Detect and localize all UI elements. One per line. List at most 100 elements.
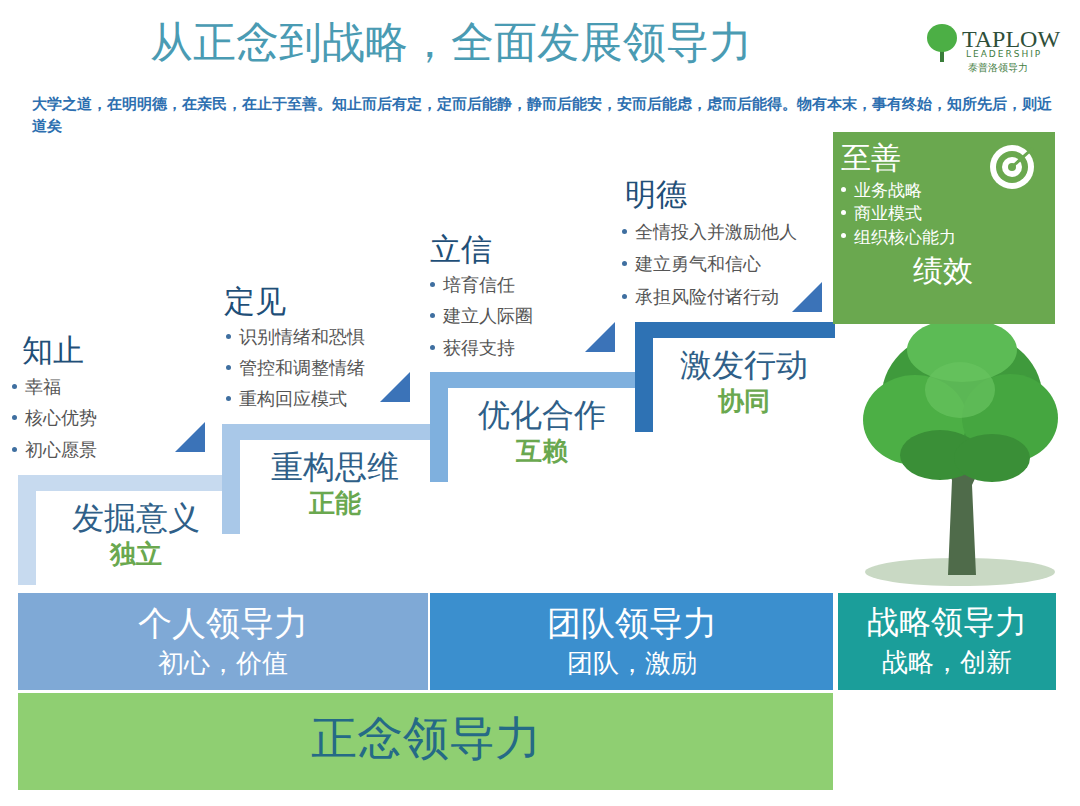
bullet-dot [430, 313, 435, 318]
text-run: 建立人际圈 [443, 305, 533, 326]
step-triangle [585, 322, 615, 352]
node-heading: 优化合作 [448, 396, 635, 434]
node-text: 组织核心能力 [841, 227, 1045, 247]
node-text: 初心，价值 [18, 648, 428, 679]
text-run: 核心优势 [25, 407, 97, 428]
node-text: 独立 [36, 539, 236, 570]
level-band: 个人领导力初心，价值 [18, 593, 428, 690]
logo-text: 泰普洛领导力 [968, 61, 1028, 76]
bullet-item: 建立勇气和信心 [622, 251, 761, 277]
node-text: 战略，创新 [838, 647, 1056, 678]
text-run: 至善 [841, 140, 901, 175]
text-run: 绩效 [913, 253, 973, 288]
bullet-item: 重构回应模式 [226, 386, 347, 412]
bullet-dot [12, 415, 17, 420]
stage-heading: 立信 [430, 227, 492, 272]
step-triangle [175, 422, 205, 452]
node-text: 互赖 [448, 436, 635, 467]
text-run: 优化合作 [478, 396, 606, 434]
text-run: 立信 [430, 231, 492, 267]
bullet-dot [430, 345, 435, 350]
text-run: 战略领导力 [867, 603, 1027, 641]
bullet-dot [622, 294, 627, 299]
text-run: 正念领导力 [311, 711, 541, 765]
bullet-item: 培育信任 [430, 272, 515, 298]
tree-illustration [863, 318, 1058, 586]
node-heading: 团队领导力 [430, 603, 833, 644]
bullet-item: 全情投入并激励他人 [622, 219, 797, 245]
level-band: 团队领导力团队，激励 [430, 593, 833, 690]
text-run: 业务战略 [854, 180, 922, 200]
node-heading: 发掘意义 [36, 499, 236, 537]
node-text: 商业模式 [841, 203, 1045, 223]
bullet-dot [430, 282, 435, 287]
step-triangle [380, 372, 410, 402]
bullet-dot [226, 334, 231, 339]
logo-text: LEADERSHIP [966, 48, 1042, 61]
text-run: 商业模式 [854, 203, 922, 223]
stair-step: 重构思维正能 [222, 424, 430, 534]
text-run: 个人领导力 [138, 603, 308, 643]
text-run: 大学之道，在明明德，在亲民，在止于至善。知止而后有定，定而后能静，静而后能安，安… [32, 95, 1052, 135]
text-run: 团队领导力 [547, 603, 717, 643]
bullet-dot [226, 365, 231, 370]
level-band: 正念领导力 [18, 693, 833, 790]
text-run: 幸福 [25, 376, 61, 397]
text-run: 团队，激励 [567, 648, 697, 678]
step-triangle [792, 282, 822, 312]
stair-step: 激发行动协同 [635, 322, 835, 432]
bullet-dot [841, 233, 846, 238]
bullet-dot [226, 396, 231, 401]
text-run: 建立勇气和信心 [635, 253, 761, 274]
text-run: 明德 [625, 176, 687, 212]
text-run: 定见 [224, 283, 286, 319]
bullet-item: 建立人际圈 [430, 303, 533, 329]
stair-step: 优化合作互赖 [430, 372, 635, 482]
target-icon [987, 142, 1037, 192]
text-run: 泰普洛领导力 [968, 62, 1028, 73]
stair-step: 发掘意义独立 [18, 475, 240, 585]
text-run: 正能 [309, 488, 361, 518]
text-run: 培育信任 [443, 274, 515, 295]
text-run: 初心愿景 [25, 439, 97, 460]
node-heading: 至善 [841, 140, 1045, 176]
bullet-item: 获得支持 [430, 335, 515, 361]
text-run: 发掘意义 [72, 499, 200, 537]
diagram-title: 从正念到战略，全面发展领导力 [150, 14, 752, 72]
text-run: 获得支持 [443, 337, 515, 358]
node-heading: 正念领导力 [18, 711, 833, 766]
bullet-item: 识别情绪和恐惧 [226, 324, 365, 350]
text-run: 全情投入并激励他人 [635, 221, 797, 242]
text-run: 重构思维 [271, 448, 399, 486]
text-run: 重构回应模式 [239, 388, 347, 409]
bullet-item: 承担风险付诸行动 [622, 284, 779, 310]
text-run: 战略，创新 [882, 647, 1012, 677]
text-run: 识别情绪和恐惧 [239, 326, 365, 347]
bullet-dot [12, 384, 17, 389]
text-run: 知止 [22, 332, 84, 368]
node-heading: 重构思维 [240, 448, 430, 486]
bullet-dot [622, 261, 627, 266]
text-run: 组织核心能力 [854, 227, 956, 247]
text-run: 互赖 [516, 436, 568, 466]
node-text: 协同 [653, 386, 835, 417]
text-run: 初心，价值 [158, 648, 288, 678]
text-run: 管控和调整情绪 [239, 357, 365, 378]
node-text: 绩效 [841, 253, 1045, 289]
stage-heading: 明德 [625, 172, 687, 217]
bullet-item: 幸福 [12, 374, 61, 400]
text-run: 承担风险付诸行动 [635, 286, 779, 307]
bullet-dot [841, 187, 846, 192]
bullet-item: 初心愿景 [12, 437, 97, 463]
stage-heading: 定见 [224, 279, 286, 324]
node-text: 团队，激励 [430, 648, 833, 679]
bullet-dot [622, 229, 627, 234]
bullet-item: 管控和调整情绪 [226, 355, 365, 381]
node-heading: 战略领导力 [838, 603, 1056, 641]
goal-box: 至善业务战略商业模式组织核心能力绩效 [833, 132, 1055, 324]
node-heading: 激发行动 [653, 346, 835, 384]
node-heading: 个人领导力 [18, 603, 428, 644]
bullet-dot [12, 447, 17, 452]
node-text: 正能 [240, 488, 430, 519]
logo-tree [927, 24, 957, 62]
